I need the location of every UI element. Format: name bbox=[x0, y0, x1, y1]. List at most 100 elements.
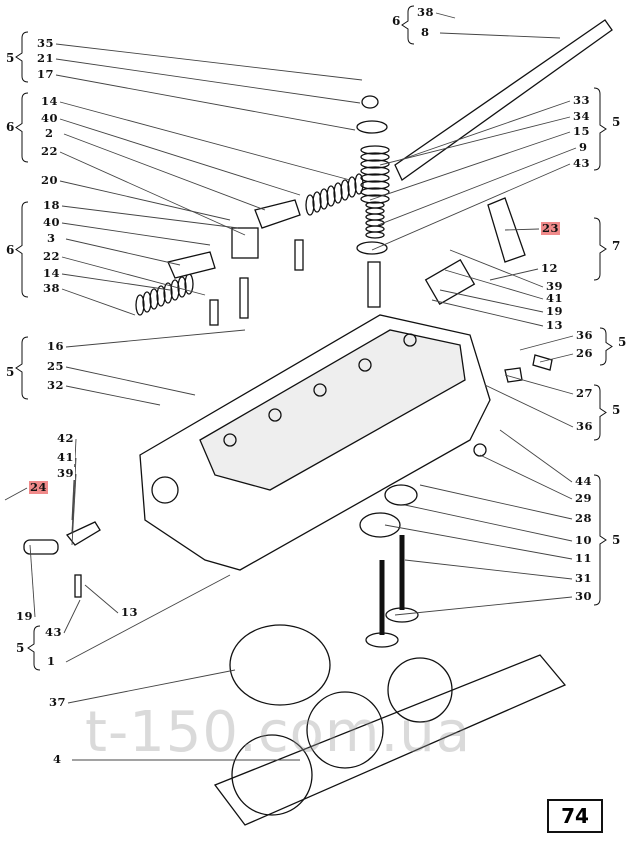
part-number-label: 23 bbox=[541, 221, 561, 235]
rocker-spring-coil bbox=[305, 194, 315, 216]
rocker-spring-coil bbox=[135, 294, 145, 316]
leader-line bbox=[439, 32, 561, 39]
part-number-label: 22 bbox=[40, 144, 60, 158]
part-number-label: 8 bbox=[420, 25, 431, 39]
part-number-label: 10 bbox=[574, 533, 594, 547]
group-number-label: 5 bbox=[618, 335, 627, 349]
rocker-spring-coil bbox=[142, 291, 152, 313]
leader-line bbox=[539, 353, 574, 363]
part-number-label: 3 bbox=[46, 231, 57, 245]
part-number-label: 19 bbox=[545, 304, 565, 318]
part-number-label: 38 bbox=[416, 5, 436, 19]
leader-line bbox=[379, 116, 571, 166]
group-bracket bbox=[27, 625, 41, 671]
part-number-label: 33 bbox=[572, 93, 592, 107]
stud-hole bbox=[358, 358, 372, 372]
group-bracket bbox=[15, 336, 29, 400]
part-number-label: 9 bbox=[578, 140, 589, 154]
part-number-label: 14 bbox=[42, 266, 62, 280]
leader-line bbox=[369, 131, 571, 201]
valve-seat-ring bbox=[359, 512, 401, 538]
leader-line bbox=[371, 163, 571, 251]
valve-seat-ring bbox=[384, 484, 418, 506]
leader-line bbox=[61, 256, 206, 296]
leader-line bbox=[399, 100, 571, 161]
leader-line bbox=[384, 524, 573, 560]
rocker-spring-coil bbox=[354, 173, 364, 195]
part-number-label: 2 bbox=[44, 126, 55, 140]
leader-line bbox=[61, 273, 171, 291]
leader-line bbox=[55, 43, 363, 81]
part-number-label: 34 bbox=[572, 109, 592, 123]
part-number-label: 41 bbox=[56, 450, 76, 464]
group-number-label: 7 bbox=[612, 239, 621, 253]
group-number-label: 5 bbox=[6, 365, 15, 379]
leader-line bbox=[61, 222, 211, 246]
part-number-label: 14 bbox=[40, 94, 60, 108]
group-bracket bbox=[15, 201, 29, 298]
gasket-bore bbox=[306, 691, 384, 769]
part-number-label: 39 bbox=[545, 279, 565, 293]
group-bracket bbox=[15, 92, 29, 163]
leader-line bbox=[504, 228, 540, 231]
part-number-label: 20 bbox=[40, 173, 60, 187]
group-bracket bbox=[401, 5, 415, 45]
stud-hole bbox=[268, 408, 282, 422]
inner-spring-coil bbox=[365, 231, 385, 239]
leader-line bbox=[55, 74, 356, 131]
leader-line bbox=[419, 484, 573, 520]
leader-line bbox=[65, 329, 246, 348]
spring-seat bbox=[356, 241, 388, 255]
leader-line bbox=[435, 12, 456, 19]
leader-line bbox=[479, 454, 573, 500]
part-number-label: 18 bbox=[42, 198, 62, 212]
part-number-label: 11 bbox=[574, 551, 594, 565]
leader-line bbox=[394, 596, 573, 616]
rocker-spring-coil bbox=[312, 191, 322, 213]
group-bracket bbox=[15, 31, 29, 83]
leader-line bbox=[377, 147, 577, 226]
stud-hole bbox=[313, 383, 327, 397]
rocker-spring-coil bbox=[326, 185, 336, 207]
part-number-label: 43 bbox=[572, 156, 592, 170]
rocker-spring-coil bbox=[347, 176, 357, 198]
part-number-label: 27 bbox=[575, 386, 595, 400]
group-bracket bbox=[593, 217, 607, 281]
group-bracket bbox=[593, 474, 607, 606]
part-number-label: 12 bbox=[540, 261, 560, 275]
inner-spring-coil bbox=[365, 213, 385, 221]
part-number-label: 19 bbox=[15, 609, 35, 623]
rocker-bracket bbox=[231, 227, 259, 259]
inner-spring-coil bbox=[365, 219, 385, 227]
leader-line bbox=[449, 249, 544, 288]
part-number-label: 28 bbox=[574, 511, 594, 525]
spring-cap bbox=[356, 120, 388, 134]
leader-line bbox=[71, 473, 77, 546]
leader-line bbox=[71, 457, 77, 533]
plug bbox=[504, 367, 523, 383]
part-number-label: 16 bbox=[46, 339, 66, 353]
part-number-label: 40 bbox=[40, 111, 60, 125]
adjust-screw bbox=[209, 299, 219, 326]
gasket-plate bbox=[424, 258, 476, 306]
leader-line bbox=[404, 504, 573, 542]
gasket-bore bbox=[231, 734, 313, 816]
rocker-spring-coil bbox=[340, 179, 350, 201]
o-ring-seal bbox=[229, 624, 331, 706]
rocker-spring-coil bbox=[156, 285, 166, 307]
part-number-label: 36 bbox=[575, 328, 595, 342]
part-number-label: 25 bbox=[46, 359, 66, 373]
valve-spring-coil bbox=[360, 194, 390, 204]
part-number-label: 32 bbox=[46, 378, 66, 392]
leader-line bbox=[519, 335, 574, 351]
valve-lock bbox=[361, 95, 379, 109]
rocker-shaft bbox=[394, 19, 613, 181]
leader-line bbox=[439, 289, 544, 313]
part-number-label: 22 bbox=[42, 249, 62, 263]
valve-spring-coil bbox=[360, 180, 390, 190]
rocker-spring-coil bbox=[149, 288, 159, 310]
head-gasket bbox=[213, 654, 567, 826]
part-number-label: 35 bbox=[36, 36, 56, 50]
group-bracket bbox=[599, 327, 613, 366]
